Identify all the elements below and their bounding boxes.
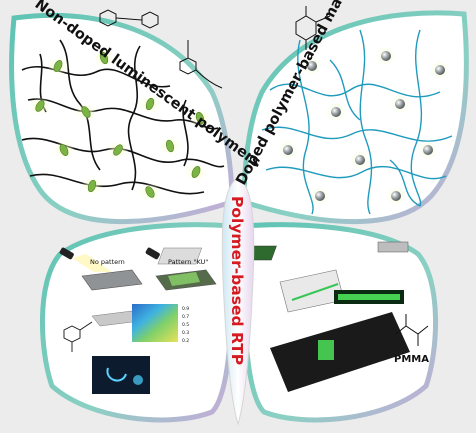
pmma-structure: [395, 314, 429, 346]
flashlight-beam: [72, 254, 112, 272]
scale-value: 0.9: [182, 306, 189, 312]
micrograph-image: [92, 356, 150, 394]
scale-value: 0.7: [182, 314, 189, 320]
label-no-pattern: No pattern: [90, 258, 125, 266]
heatmap-scale: 0.9 0.7 0.5 0.3 0.2: [182, 306, 189, 344]
chemical-structure-bottom-left: [63, 321, 93, 352]
dopant-particles: [278, 46, 450, 206]
pattern-demo: [59, 247, 217, 394]
label-pmma: PMMA: [394, 354, 429, 365]
glass-slide: [157, 247, 203, 265]
butterfly-body: [221, 177, 255, 426]
chemical-structure-right: [295, 6, 331, 50]
scale-value: 0.3: [182, 330, 189, 336]
pmma-dark-film: [270, 312, 410, 392]
luminescent-leaf-units: [29, 49, 211, 201]
scale-value: 0.2: [182, 338, 189, 344]
phosphorescence-heatmap: [132, 304, 178, 342]
label-center: Polymer-based RTP: [228, 196, 246, 365]
label-pattern-ku: Pattern "KU": [168, 258, 208, 266]
chemical-structure-left: [99, 9, 223, 89]
scale-value: 0.5: [182, 322, 189, 328]
no-pattern-film: [81, 269, 143, 291]
